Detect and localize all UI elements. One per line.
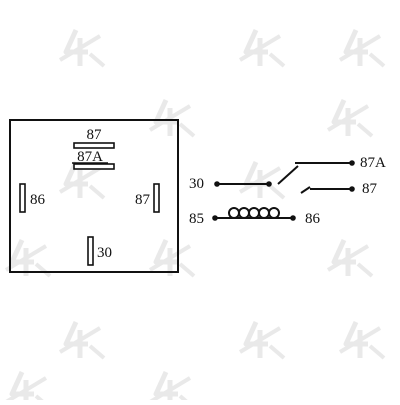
watermark-logo-icon [328,240,372,276]
watermark-logo-icon [340,322,384,358]
terminal-87-label: 87 [362,181,378,197]
pin-86-label: 86 [30,192,46,208]
terminal-85-label: 85 [189,211,204,227]
terminal-87a-dot [349,160,355,166]
switch-pivot-dot [266,181,272,187]
terminal-86-label: 86 [305,211,321,227]
pin-87-side-blade [153,183,160,213]
pin-87a-blade [73,163,115,170]
contact-87-hook [300,186,311,194]
pin-87-top-label: 87 [87,127,103,143]
pin-87-blade [73,142,115,149]
watermark-logo-icon [150,372,194,400]
watermark-logo-icon [240,322,284,358]
relay-body-outline [9,119,179,273]
watermark-logo-icon [150,100,194,136]
watermark-logo-icon [6,372,50,400]
terminal-87a-label: 87A [360,155,386,171]
watermark-logo-icon [340,30,384,66]
pin-86-blade [19,183,26,213]
pin-87a-label: 87A [77,149,103,165]
pin-87-side-label: 87 [135,192,151,208]
pin-30-label: 30 [97,245,112,261]
watermark-logo-icon [150,240,194,276]
watermark-logo-icon [328,100,372,136]
watermark-logo-icon [60,30,104,66]
watermark-logo-icon [240,30,284,66]
terminal-30-label: 30 [189,176,204,192]
terminal-86-dot [290,215,296,221]
watermark-logo-icon [60,322,104,358]
watermark-logo-icon [6,240,50,276]
pin-30-blade [87,236,94,266]
coil-windings [228,207,280,219]
terminal-87-dot [349,186,355,192]
switch-arm [277,165,299,185]
watermark-logo-icon [240,162,284,198]
